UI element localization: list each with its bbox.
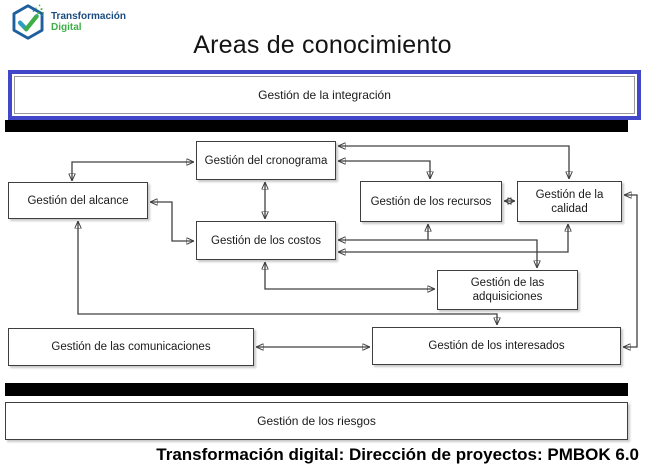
node-label: Gestión del cronograma xyxy=(204,154,328,167)
brand-name-line1: Transformación xyxy=(51,11,127,22)
node-gestion-riesgos: Gestión de los riesgos xyxy=(5,402,628,440)
page-title: Areas de conocimiento xyxy=(193,31,452,59)
footer-caption: Transformación digital: Dirección de pro… xyxy=(156,445,639,464)
brand-name-line2: Digital xyxy=(51,22,82,33)
node-gestion-alcance: Gestión del alcance xyxy=(8,182,148,219)
connector-alcance-costos xyxy=(150,202,194,241)
node-gestion-calidad: Gestión de la calidad xyxy=(517,181,622,222)
node-gestion-comunicaciones: Gestión de las comunicaciones xyxy=(8,328,254,366)
node-label: Gestión de los interesados xyxy=(428,340,565,352)
node-label: Gestión de los recursos xyxy=(370,195,492,208)
node-label: Gestión de las adquisiciones xyxy=(470,277,545,303)
divider-bar-top xyxy=(5,120,628,132)
connector-costos-adquisiciones-left xyxy=(265,262,435,289)
node-label: Gestión de la calidad xyxy=(535,188,604,215)
node-gestion-recursos: Gestión de los recursos xyxy=(360,181,502,222)
hexagon-check-icon xyxy=(12,4,44,40)
node-label: Gestión de los riesgos xyxy=(257,414,376,428)
node-label: Gestión de las comunicaciones xyxy=(51,341,211,353)
node-gestion-cronograma: Gestión del cronograma xyxy=(196,141,336,180)
node-gestion-interesados: Gestión de los interesados xyxy=(372,327,621,365)
connector-calidad-interesados xyxy=(623,195,638,347)
node-gestion-integracion: Gestión de la integración xyxy=(8,70,641,120)
connector-costos-adquisiciones-top xyxy=(338,240,537,268)
divider-bar-bottom xyxy=(5,383,628,396)
node-gestion-costos: Gestión de los costos xyxy=(196,221,336,260)
connector-costos-calidad xyxy=(338,224,568,252)
connector-cronograma-calidad xyxy=(338,146,569,179)
node-label: Gestión de los costos xyxy=(211,234,321,247)
node-label: Gestión del alcance xyxy=(27,194,129,207)
node-label: Gestión de la integración xyxy=(258,88,391,102)
brand-logo: Transformación Digital xyxy=(10,4,126,40)
node-gestion-adquisiciones: Gestión de las adquisiciones xyxy=(437,270,578,310)
connector-cronograma-recursos xyxy=(338,161,430,179)
connector-alcance-cronograma xyxy=(72,162,194,181)
